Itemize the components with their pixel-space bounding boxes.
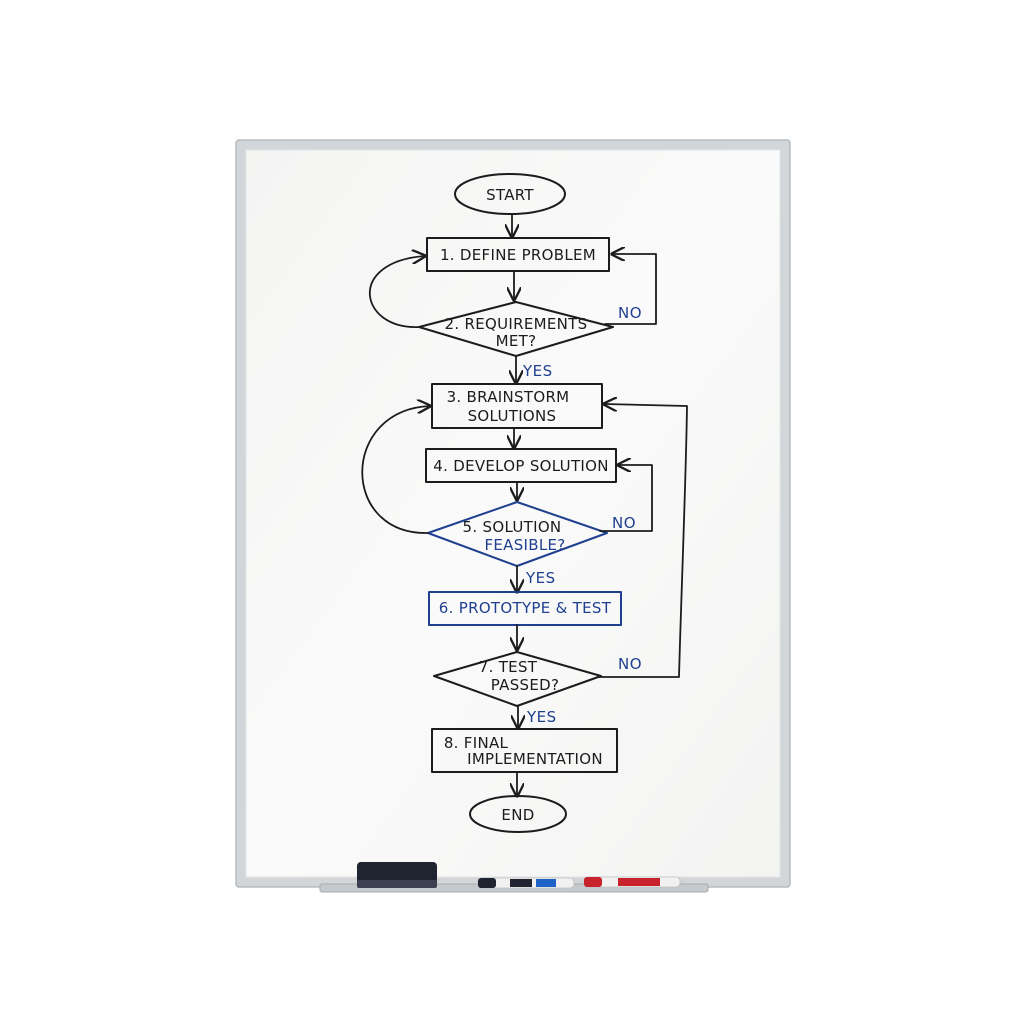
step-3-label-line1: 3. BRAINSTORM <box>447 388 570 406</box>
step-6-label: 6. PROTOTYPE & TEST <box>439 599 612 617</box>
step-7-label-line1: 7. TEST <box>479 658 538 676</box>
step-2-label-line1: 2. REQUIREMENTS <box>445 315 588 333</box>
step-8-label-line1: 8. FINAL <box>444 734 509 752</box>
start-label: START <box>486 186 534 204</box>
step-7-no-label: NO <box>618 655 642 673</box>
loop-2-to-1-left <box>368 256 425 328</box>
step-8-label-line2: IMPLEMENTATION <box>467 750 603 768</box>
end-label: END <box>501 806 534 824</box>
step-8-box <box>431 728 618 773</box>
eraser <box>357 862 437 888</box>
step-5-yes-label: YES <box>525 569 556 587</box>
step-1-box <box>426 237 610 272</box>
step-7-diamond <box>433 651 602 707</box>
blue-marker <box>477 877 575 889</box>
step-3-box <box>431 383 603 429</box>
step-2-no-label: NO <box>618 304 642 322</box>
loop-7-no-to-3 <box>597 404 688 678</box>
step-5-label-line1: 5. SOLUTION <box>463 518 562 536</box>
loop-5-to-3-left <box>361 406 430 534</box>
step-2-yes-label: YES <box>522 362 553 380</box>
step-2-label-line2: MET? <box>496 332 537 350</box>
end-node <box>469 795 567 833</box>
step-5-label-line2: FEASIBLE? <box>484 536 565 554</box>
start-node <box>454 173 566 215</box>
step-7-yes-label: YES <box>526 708 557 726</box>
step-4-box <box>425 448 617 483</box>
loop-5-no-to-4 <box>599 465 653 532</box>
step-3-label-line2: SOLUTIONS <box>468 407 557 425</box>
loop-2-no-to-1 <box>604 254 657 325</box>
step-5-no-label: NO <box>612 514 636 532</box>
step-6-box <box>428 591 622 626</box>
step-1-label: 1. DEFINE PROBLEM <box>440 246 596 264</box>
step-7-label-line2: PASSED? <box>491 676 559 694</box>
red-marker <box>583 876 681 888</box>
step-4-label: 4. DEVELOP SOLUTION <box>433 457 609 475</box>
